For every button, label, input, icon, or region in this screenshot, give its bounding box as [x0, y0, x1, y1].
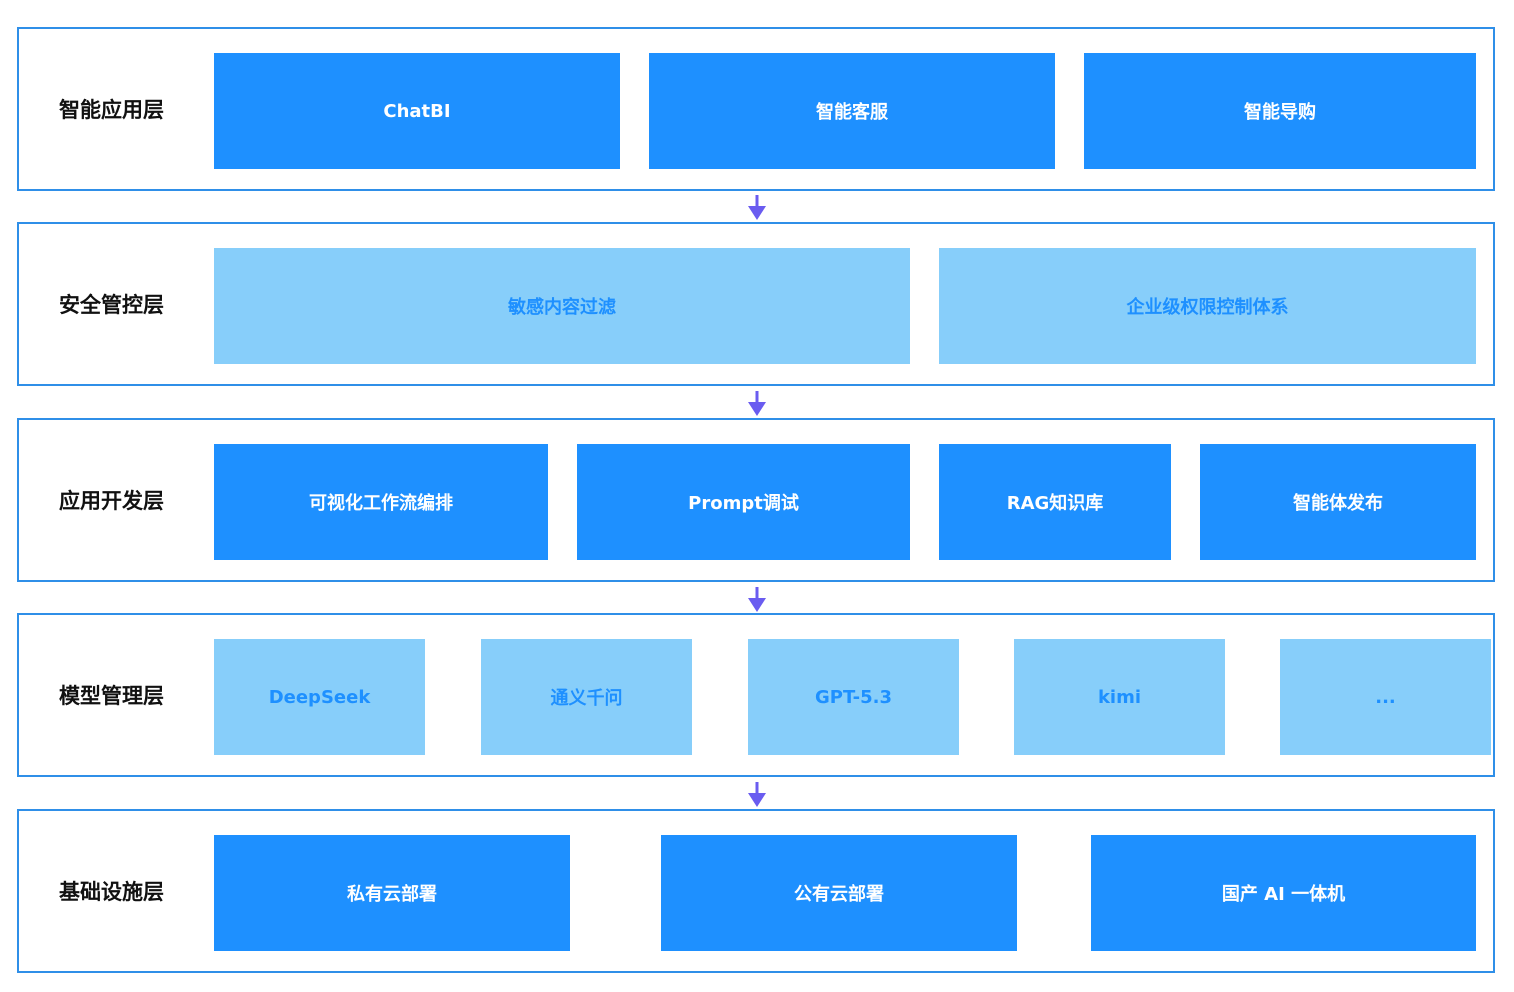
layer-label-security: 安全管控层 — [59, 293, 164, 317]
down-arrow-icon-4 — [748, 782, 766, 807]
model-deepseek: DeepSeek — [214, 639, 425, 755]
down-arrow-icon-1 — [748, 195, 766, 220]
model-more: ... — [1280, 639, 1491, 755]
module-sensitive-content-filter: 敏感内容过滤 — [214, 248, 910, 364]
model-tongyi-qianwen: 通义千问 — [481, 639, 692, 755]
layer-label-model-management: 模型管理层 — [59, 684, 164, 708]
layer-model-management: 模型管理层 DeepSeek 通义千问 GPT-5.3 kimi ... — [17, 613, 1495, 777]
down-arrow-icon-3 — [748, 587, 766, 612]
module-visual-workflow: 可视化工作流编排 — [214, 444, 548, 560]
infra-public-cloud: 公有云部署 — [661, 835, 1017, 951]
module-agent-publish: 智能体发布 — [1200, 444, 1476, 560]
infra-private-cloud: 私有云部署 — [214, 835, 570, 951]
layer-label-infrastructure: 基础设施层 — [59, 880, 164, 904]
layer-development: 应用开发层 可视化工作流编排 Prompt调试 RAG知识库 智能体发布 — [17, 418, 1495, 582]
module-chatbi: ChatBI — [214, 53, 620, 169]
layer-infrastructure: 基础设施层 私有云部署 公有云部署 国产 AI 一体机 — [17, 809, 1495, 973]
module-smart-customer-service: 智能客服 — [649, 53, 1055, 169]
model-gpt: GPT-5.3 — [748, 639, 959, 755]
module-smart-shopping-guide: 智能导购 — [1084, 53, 1476, 169]
layer-label-application: 智能应用层 — [59, 98, 164, 122]
module-prompt-debug: Prompt调试 — [577, 444, 910, 560]
module-enterprise-permission-control: 企业级权限控制体系 — [939, 248, 1476, 364]
down-arrow-icon-2 — [748, 391, 766, 416]
layer-label-development: 应用开发层 — [59, 489, 164, 513]
infra-domestic-ai-appliance: 国产 AI 一体机 — [1091, 835, 1476, 951]
layer-security: 安全管控层 敏感内容过滤 企业级权限控制体系 — [17, 222, 1495, 386]
layer-application: 智能应用层 ChatBI 智能客服 智能导购 — [17, 27, 1495, 191]
model-kimi: kimi — [1014, 639, 1225, 755]
module-rag-knowledge-base: RAG知识库 — [939, 444, 1171, 560]
